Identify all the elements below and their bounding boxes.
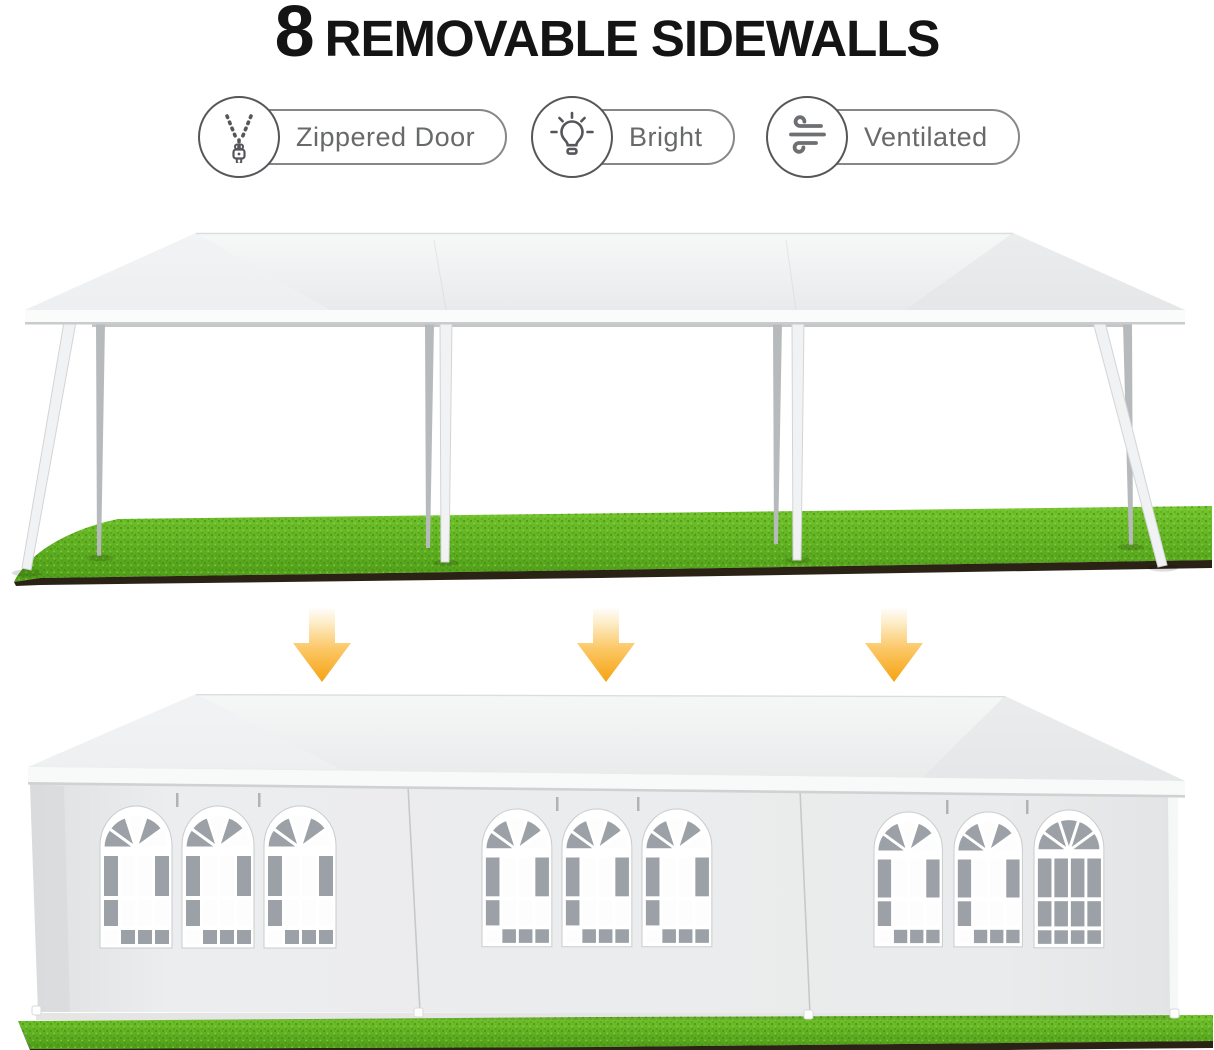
- tent-window: [872, 810, 944, 949]
- canopy-leg: [773, 323, 782, 544]
- tent-window: [180, 804, 256, 950]
- grass-patch-bottom: [18, 1015, 1213, 1050]
- tent-shadow: [36, 1013, 1178, 1020]
- canopy-roof: [25, 232, 1185, 325]
- tent-sidewall: [30, 784, 1180, 1020]
- tent-window: [1032, 808, 1106, 950]
- canopy-leg: [21, 321, 77, 571]
- tent-feet: [31, 1005, 1180, 1020]
- tent-window: [262, 804, 338, 950]
- canopy-front-legs: [21, 321, 1168, 571]
- sidewall-seam: [407, 785, 421, 1013]
- badge-circle: [766, 96, 848, 178]
- lightbulb-icon: [550, 111, 594, 155]
- tent-window: [480, 807, 554, 949]
- grass-patch: [14, 506, 1212, 586]
- tent-roof: [28, 694, 1185, 798]
- sidewall-left-fold: [30, 784, 70, 1012]
- badge-circle: [198, 96, 280, 178]
- tent-window: [952, 810, 1024, 949]
- page-title: 8 REMOVABLE SIDEWALLS: [274, 0, 941, 72]
- soil-edge: [18, 1021, 1213, 1050]
- feature-badge-bright: Bright: [531, 96, 735, 178]
- sidewall-right-edge: [1168, 796, 1178, 1014]
- tent-window: [640, 807, 714, 949]
- canopy-leg: [425, 323, 434, 548]
- title-text: REMOVABLE SIDEWALLS: [324, 10, 941, 67]
- badge-circle: [531, 96, 613, 178]
- canopy-rear-bar: [92, 323, 1132, 327]
- title-number: 8: [274, 0, 315, 72]
- down-arrow: [293, 608, 351, 682]
- down-arrow: [577, 608, 635, 682]
- down-arrow: [865, 608, 923, 682]
- feature-badge-zippered-door: Zippered Door: [198, 96, 508, 178]
- transition-arrows: [293, 608, 923, 682]
- canopy-fascia: [25, 310, 1185, 324]
- tent-window: [98, 804, 174, 950]
- tent-window: [560, 807, 634, 949]
- tent-roof-fascia: [28, 767, 1185, 797]
- closed-tent-illustration: [18, 694, 1213, 1050]
- canopy-leg: [96, 323, 105, 556]
- feature-badge-ventilated: Ventilated: [766, 96, 1020, 178]
- soil-edge: [14, 560, 1212, 586]
- zipper-icon: [225, 114, 253, 163]
- wind-icon: [789, 115, 826, 154]
- sidewall-seam: [799, 789, 811, 1015]
- sidewall-ties: [176, 793, 1029, 814]
- open-canopy-illustration: [12, 232, 1212, 586]
